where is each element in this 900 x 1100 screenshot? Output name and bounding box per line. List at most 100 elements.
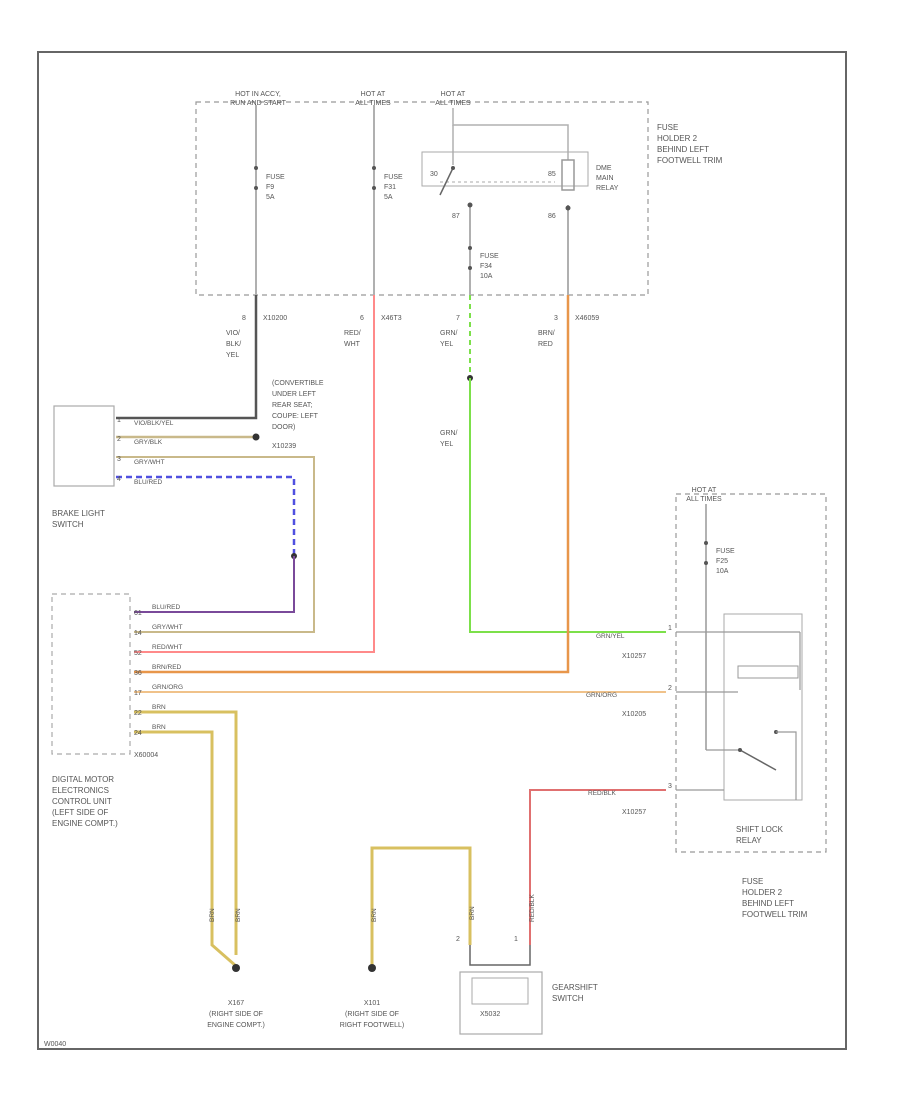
- wire-blu-red-dashed: [116, 475, 296, 556]
- brake-switch-label-1: BRAKE LIGHT: [52, 509, 105, 518]
- dme-wire-label-36: BRN/RED: [152, 664, 182, 671]
- fuse-f9-line1: FUSE: [266, 174, 285, 181]
- ground-x167-id: X167: [228, 1000, 244, 1007]
- fuse-f9-line3: 5A: [266, 194, 275, 201]
- fuse-f31-line2: F31: [384, 184, 396, 191]
- fuse-holder-top-line2: HOLDER 2: [657, 134, 698, 143]
- wire-blu-red: [134, 556, 295, 613]
- dme-pin-52: 52: [134, 650, 142, 657]
- connector-x46t3: X46T3: [381, 315, 402, 322]
- gearshift-wire-label-a: BRN: [469, 906, 476, 920]
- ground-wire-label-2: BRN: [371, 908, 378, 922]
- fuse-f31-line1: FUSE: [384, 174, 403, 181]
- dme-pin-17: 17: [134, 690, 142, 697]
- wire-label-2: RED/ WHT: [344, 330, 361, 348]
- convertible-line1: (CONVERTIBLE: [272, 380, 324, 387]
- fuse-f25-line3: 10A: [716, 568, 729, 575]
- dme-relay-line2: MAIN: [596, 175, 614, 182]
- dme-label: DIGITAL MOTOR ELECTRONICS CONTROL UNIT (…: [52, 775, 118, 828]
- power-label-4: HOT AT ALL TIMES: [686, 487, 722, 503]
- fuse-f34-line3: 10A: [480, 273, 493, 280]
- connector-x46059: X46059: [575, 315, 599, 322]
- shift-pin-3: 3: [668, 783, 672, 790]
- wire-label-5: GRN/ YEL: [440, 430, 458, 448]
- power-label-1: HOT IN ACCY, RUN AND START: [230, 91, 286, 107]
- wire-brn-dme-2: [134, 730, 237, 968]
- shift-pin-1: 1: [668, 625, 672, 632]
- wire-vio-blk-yel: [116, 295, 258, 420]
- wire-label-1-line1: VIO/: [226, 330, 240, 337]
- wire-label-3-line1: GRN/: [440, 330, 458, 337]
- relay-coil: [561, 159, 575, 191]
- ground-x101-icon: [368, 964, 376, 972]
- fuse-f25-line1: FUSE: [716, 548, 735, 555]
- top-pins: 8 6 7 3 X10200 X46T3 X46059: [242, 315, 599, 322]
- relay-pin-86: 86: [548, 213, 556, 220]
- wire-brn-red: [134, 295, 570, 674]
- ground-x101-label-2: RIGHT FOOTWELL): [340, 1022, 404, 1029]
- fuse-holder-right-line4: FOOTWELL TRIM: [742, 910, 808, 919]
- diagram-id: W0040: [44, 1041, 66, 1048]
- pin-number-8: 8: [242, 315, 246, 322]
- fuse-holder-top-line4: FOOTWELL TRIM: [657, 156, 723, 165]
- relay-pin-85: 85: [548, 171, 556, 178]
- brake-wire-label-1: VIO/BLK/YEL: [134, 420, 174, 427]
- ground-x167-label-1: (RIGHT SIDE OF: [209, 1011, 263, 1018]
- fuse-f34-line2: F34: [480, 263, 492, 270]
- wire-label-1-line2: BLK/: [226, 341, 241, 348]
- convertible-line4: COUPE: LEFT: [272, 413, 319, 420]
- dme-wire-labels: BLU/RED GRY/WHT RED/WHT BRN/RED GRN/ORG …: [152, 604, 183, 731]
- dme-unit-box: [51, 593, 131, 755]
- dme-wire-label-61: BLU/RED: [152, 604, 180, 611]
- gearshift-wire-label-b: RED/BLK: [529, 894, 536, 922]
- shift-lock-relay: [676, 613, 803, 801]
- connector-x10257-a: X10257: [622, 653, 646, 660]
- wire-label-1: VIO/ BLK/ YEL: [226, 330, 241, 359]
- dme-label-4: (LEFT SIDE OF: [52, 808, 108, 817]
- fuse-holder-right-line3: BEHIND LEFT: [742, 899, 794, 908]
- dme-relay-line3: RELAY: [596, 185, 619, 192]
- power-label-3-line2: ALL TIMES: [435, 100, 471, 107]
- ground-wire-label-1a: BRN: [209, 908, 216, 922]
- ground-x101-label-1: (RIGHT SIDE OF: [345, 1011, 399, 1018]
- fuse-holder-right-box: [675, 493, 827, 853]
- fuse-f34: FUSE F34 10A: [468, 246, 499, 280]
- ground-x167: BRN BRN X167 (RIGHT SIDE OF ENGINE COMPT…: [207, 908, 265, 1029]
- ground-x167-label-2: ENGINE COMPT.): [207, 1022, 265, 1029]
- wire-label-3-line2: YEL: [440, 341, 453, 348]
- wire-label-5-line1: GRN/: [440, 430, 458, 437]
- wire-label-3: GRN/ YEL: [440, 330, 458, 348]
- fuse-holder-top-box: [195, 101, 649, 296]
- fuse-f9-line2: F9: [266, 184, 274, 191]
- connector-x60004: X60004: [134, 752, 158, 759]
- convertible-line5: DOOR): [272, 424, 295, 431]
- wire-label-4: BRN/ RED: [538, 330, 555, 348]
- gearshift-label-1: GEARSHIFT: [552, 983, 598, 992]
- gearshift-label-2: SWITCH: [552, 994, 584, 1003]
- wire-brn-gearshift: [370, 846, 472, 966]
- wire-label-4-line1: BRN/: [538, 330, 555, 337]
- brake-wire-label-4: BLU/RED: [134, 479, 162, 486]
- gearshift-switch-box: [459, 971, 543, 1035]
- fuse-holder-top-line3: BEHIND LEFT: [657, 145, 709, 154]
- wire-label-5-line2: YEL: [440, 441, 453, 448]
- dme-pin-36: 36: [134, 670, 142, 677]
- dme-main-relay: 30 85 87 86 DME MAIN RELAY: [421, 151, 619, 220]
- gearshift-pin-2: 2: [456, 936, 460, 943]
- wire-label-4-line2: RED: [538, 341, 553, 348]
- dme-pin-61: 61: [134, 610, 142, 617]
- power-label-4-line2: ALL TIMES: [686, 496, 722, 503]
- fuse-f31-line3: 5A: [384, 194, 393, 201]
- wire-brn-dme-1: [134, 710, 238, 955]
- fuse-holder-right-line1: FUSE: [742, 877, 763, 886]
- wire-grn-yel: [469, 378, 666, 633]
- ground-x101: BRN X101 (RIGHT SIDE OF RIGHT FOOTWELL): [340, 908, 404, 1029]
- relay-pin-30: 30: [430, 171, 438, 178]
- fuse-holder-right-line2: HOLDER 2: [742, 888, 783, 897]
- ground-x167-icon: [232, 964, 240, 972]
- connector-x10200: X10200: [263, 315, 287, 322]
- shift-lock-label-2: RELAY: [736, 836, 762, 845]
- pin-number-7: 7: [456, 315, 460, 322]
- fuse-f25-line2: F25: [716, 558, 728, 565]
